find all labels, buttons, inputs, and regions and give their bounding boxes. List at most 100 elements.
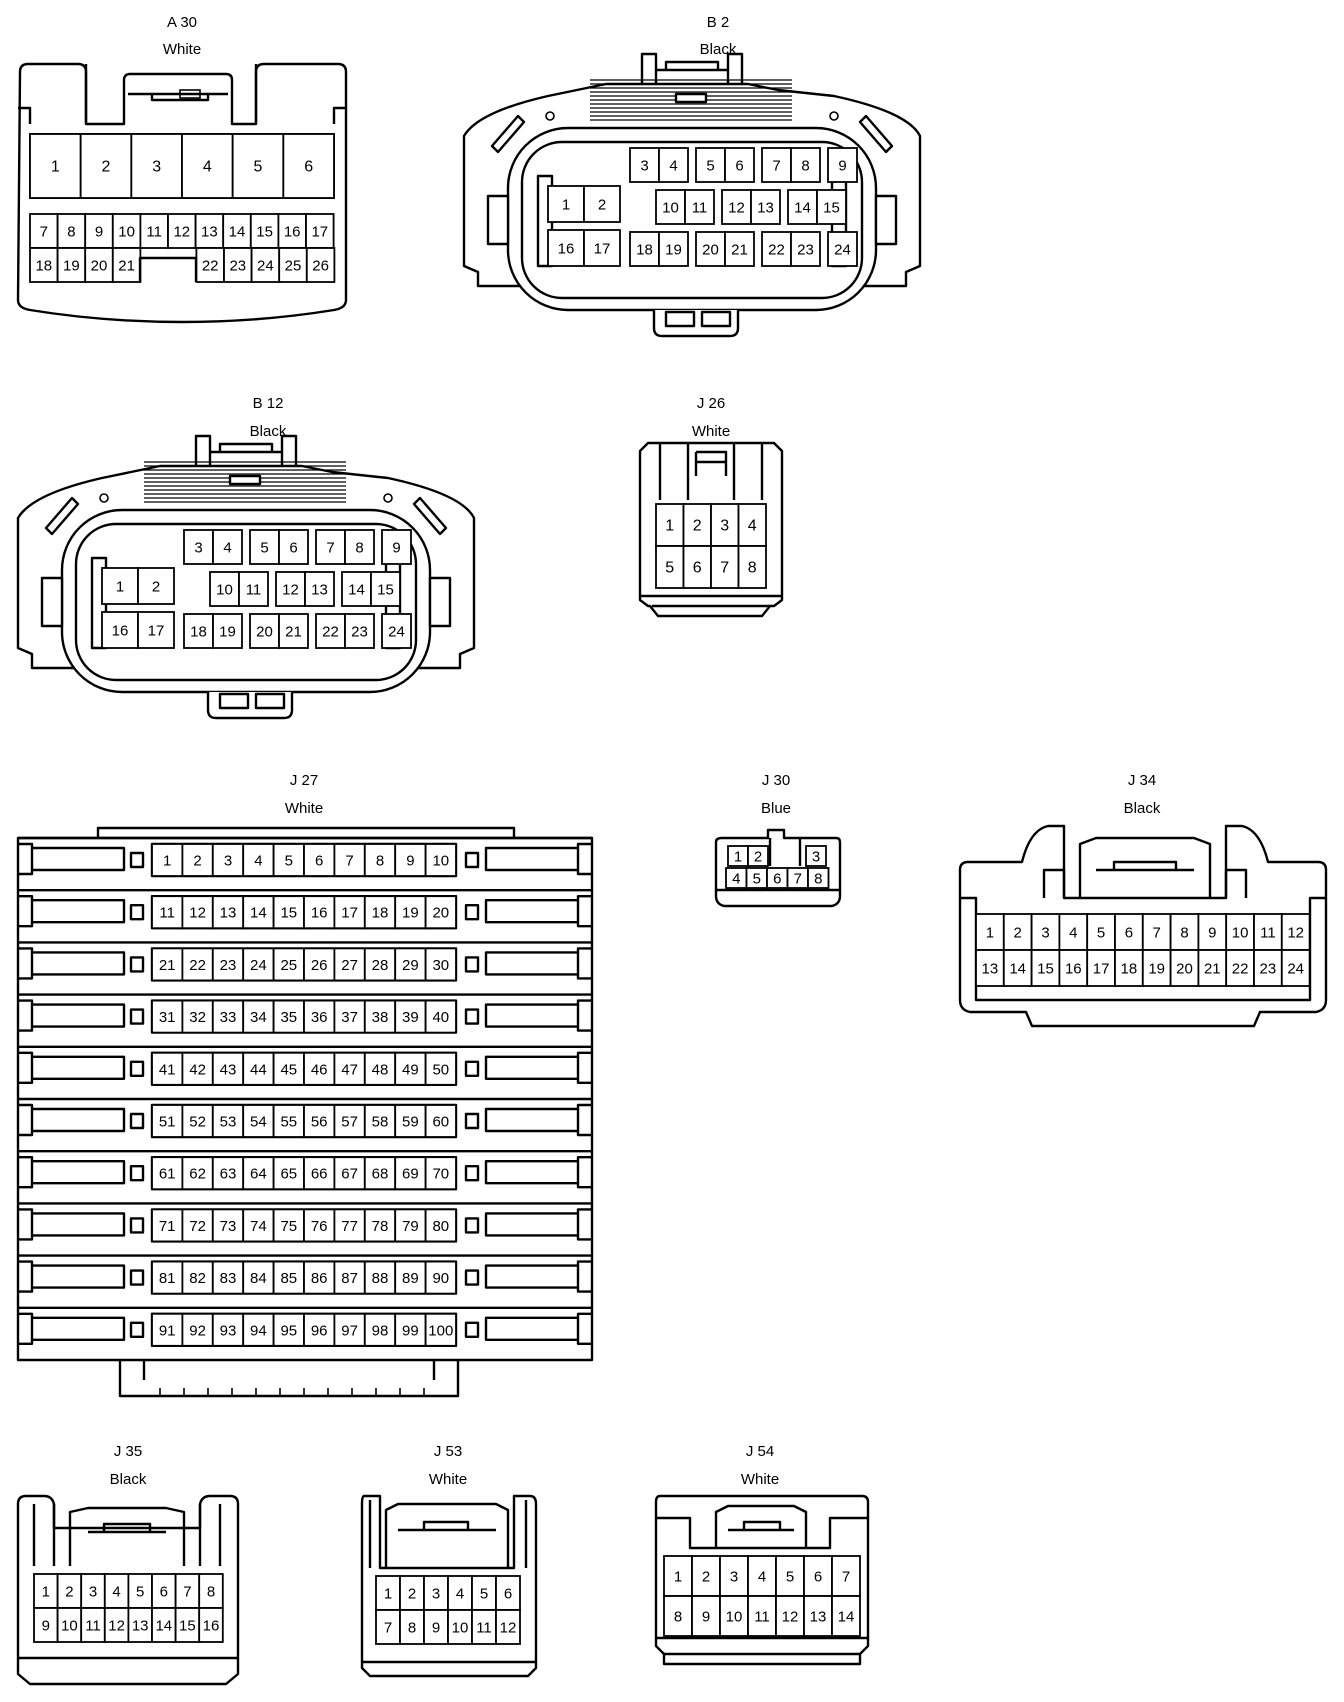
- pin-cell: 19: [394, 895, 427, 930]
- pin-box: [211, 1208, 245, 1243]
- pin-number: 89: [402, 1270, 419, 1287]
- pin-cell: 87: [333, 1260, 366, 1295]
- pin-number: 53: [220, 1114, 237, 1131]
- pin-box: [305, 247, 336, 283]
- pin-box: [710, 503, 740, 547]
- pin-cell: 18: [629, 231, 660, 267]
- pin-cell: 65: [272, 1156, 305, 1191]
- pin-number: 84: [250, 1270, 267, 1287]
- pin-box: [394, 1104, 427, 1138]
- pin-cell: 8: [198, 1573, 224, 1609]
- pin-cell: 19: [56, 247, 87, 283]
- pin-cell: 4: [658, 147, 689, 183]
- pin-box: [181, 999, 214, 1034]
- pin-box: [56, 247, 87, 283]
- pin-cell: 5: [272, 843, 305, 877]
- pin-cell: 10: [56, 1607, 83, 1643]
- pin-cell: 12: [721, 189, 752, 225]
- pin-cell: 18: [1114, 949, 1144, 987]
- pin-number: 17: [148, 623, 165, 640]
- pin-number: 46: [311, 1061, 328, 1078]
- pin-cell: 22: [761, 231, 792, 267]
- pin-number: 43: [220, 1061, 237, 1078]
- pin-cell: 1: [727, 845, 749, 867]
- pin-box: [305, 213, 335, 249]
- pin-cell: 8: [737, 545, 767, 589]
- pin-number: 12: [189, 905, 206, 922]
- pin-cell: 48: [363, 1051, 397, 1086]
- pin-number: 6: [160, 1584, 168, 1601]
- pin-cell: 2: [181, 843, 214, 877]
- pin-cell: 10: [719, 1595, 749, 1637]
- pin-cell: 7: [174, 1573, 201, 1609]
- pin-box: [151, 999, 184, 1034]
- pin-cell: 1: [655, 503, 685, 547]
- pin-number: 15: [1037, 961, 1054, 978]
- pin-box: [363, 1260, 397, 1295]
- pin-box: [333, 947, 366, 982]
- pin-number: 10: [662, 200, 679, 217]
- pin-number: 1: [986, 925, 994, 942]
- pin-cell: 83: [211, 1260, 245, 1295]
- pin-cell: 2: [56, 1573, 83, 1609]
- pin-cell: 2: [137, 567, 175, 605]
- pin-number: 4: [203, 159, 212, 176]
- pin-cell: 50: [424, 1051, 457, 1086]
- pin-cell: 7: [710, 545, 740, 589]
- pin-cell: 23: [344, 613, 375, 649]
- pin-number: 5: [753, 871, 761, 888]
- pin-cell: 21: [1197, 949, 1228, 987]
- pin-cell: 39: [394, 999, 427, 1034]
- pin-number: 16: [203, 1618, 220, 1635]
- pin-number: 22: [189, 957, 206, 974]
- pin-number: 8: [801, 158, 809, 175]
- pin-box: [333, 895, 366, 930]
- pin-number: 90: [432, 1270, 449, 1287]
- pin-number: 10: [118, 224, 135, 241]
- pin-cell: 53: [211, 1104, 245, 1138]
- pin-number: 18: [636, 242, 653, 259]
- pin-box: [181, 843, 214, 877]
- pin-cell: 21: [111, 247, 142, 283]
- connector-id: J 54: [746, 1443, 774, 1460]
- pin-number: 2: [408, 1586, 416, 1603]
- pin-number: 74: [250, 1218, 267, 1235]
- pin-cell: 58: [363, 1104, 397, 1138]
- pin-cell: 25: [272, 947, 305, 982]
- pin-box: [663, 1595, 693, 1637]
- pin-number: 6: [289, 540, 297, 557]
- connector-id: J 27: [290, 772, 318, 789]
- pin-number: 11: [146, 224, 162, 241]
- pin-cell: 93: [211, 1312, 245, 1347]
- pin-number: 7: [794, 871, 802, 888]
- pin-cell: 23: [1253, 949, 1283, 987]
- pin-cell: 13: [194, 213, 225, 249]
- pin-box: [242, 1312, 275, 1347]
- pin-number: 14: [229, 224, 246, 241]
- pin-number: 36: [311, 1009, 328, 1026]
- pin-box: [181, 1051, 214, 1086]
- pin-number: 9: [702, 1609, 710, 1626]
- pin-number: 30: [432, 957, 449, 974]
- pin-box: [223, 247, 253, 283]
- pin-number: 16: [112, 623, 129, 640]
- pin-number: 15: [823, 200, 840, 217]
- pin-number: 82: [189, 1270, 206, 1287]
- pin-box: [1086, 913, 1116, 951]
- pin-number: 70: [432, 1166, 449, 1183]
- pin-box: [583, 185, 621, 223]
- pin-box: [333, 1312, 366, 1347]
- pin-cell: 7: [315, 529, 346, 565]
- pin-box: [183, 613, 214, 649]
- pin-cell: 3: [183, 529, 214, 565]
- pin-number: 60: [432, 1114, 449, 1131]
- pin-number: 5: [260, 540, 268, 557]
- pin-number: 8: [67, 224, 75, 241]
- pin-number: 21: [731, 242, 748, 259]
- pin-box: [303, 1104, 336, 1138]
- pin-cell: 9: [33, 1607, 59, 1643]
- pin-box: [195, 247, 225, 283]
- pin-box: [394, 1051, 427, 1086]
- pin-cell: 11: [684, 189, 715, 225]
